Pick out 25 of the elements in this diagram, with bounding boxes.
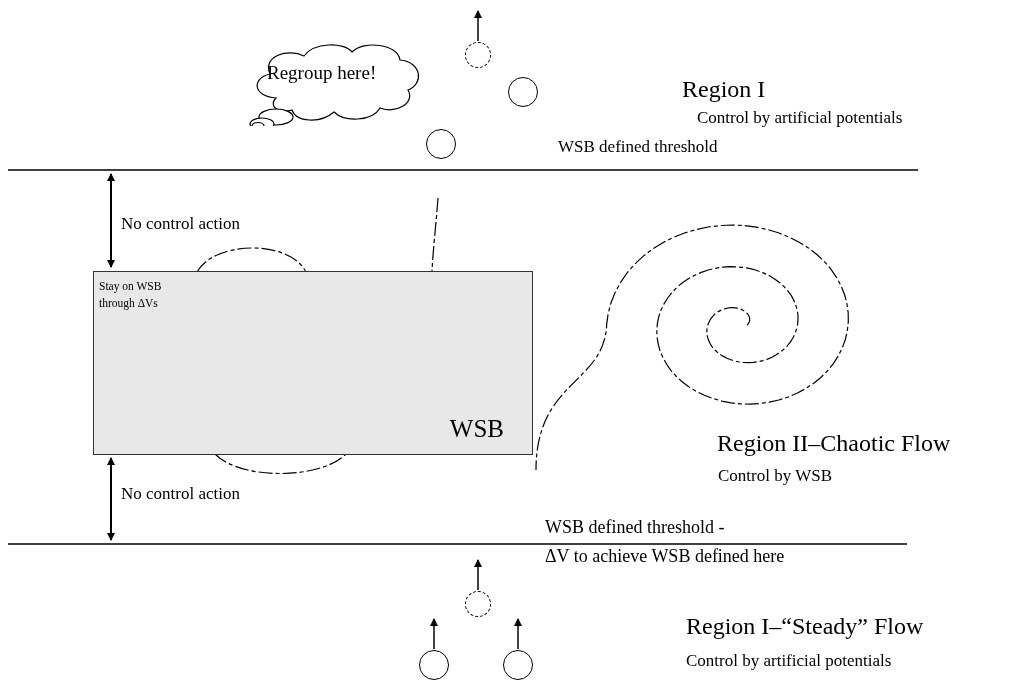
ghost-circle xyxy=(465,42,491,68)
circle-marker xyxy=(419,650,449,680)
region-note: Control by artificial potentials xyxy=(686,651,892,671)
box-note: Stay on WSB through ΔVs xyxy=(99,279,163,312)
region-note: Control by WSB xyxy=(718,466,832,486)
arrow xyxy=(474,10,482,42)
box-title: WSB xyxy=(449,415,504,444)
arrow xyxy=(430,618,438,650)
circle-marker xyxy=(426,129,456,159)
threshold-label: WSB defined threshold xyxy=(558,137,718,157)
region-title: Region I–“Steady” Flow xyxy=(686,613,924,641)
circle-marker xyxy=(503,650,533,680)
dimension-label: No control action xyxy=(121,214,240,234)
cloud-text: Regroup here! xyxy=(267,62,377,84)
region-box xyxy=(93,271,533,455)
threshold-label: ΔV to achieve WSB defined here xyxy=(545,546,785,567)
region-title: Region I xyxy=(682,76,766,104)
ghost-circle xyxy=(465,591,491,617)
arrow xyxy=(514,618,522,650)
circle-marker xyxy=(508,77,538,107)
arrow xyxy=(474,559,482,591)
region-title: Region II–Chaotic Flow xyxy=(717,430,951,458)
dimension-label: No control action xyxy=(121,484,240,504)
region-note: Control by artificial potentials xyxy=(697,108,903,128)
threshold-label: WSB defined threshold - xyxy=(545,517,725,538)
